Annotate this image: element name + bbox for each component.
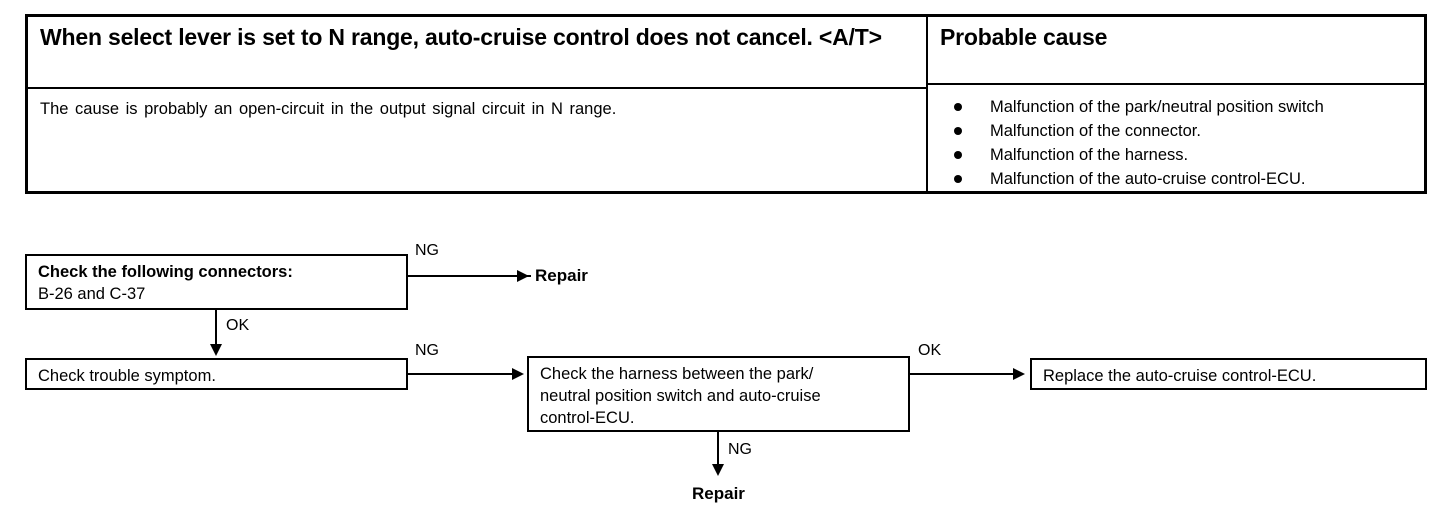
label-ng-harness: NG — [728, 441, 752, 458]
flow-box-symptom-text: Check trouble symptom. — [38, 367, 216, 385]
symptom-body-text: The cause is probably an open-circuit in… — [40, 100, 617, 118]
list-item: Malfunction of the connector. — [940, 119, 1412, 143]
terminal-repair-top: Repair — [535, 266, 588, 285]
bullet-icon — [954, 127, 962, 135]
ng-line-symptom — [408, 373, 514, 375]
cause-text: Malfunction of the auto-cruise control-E… — [990, 170, 1306, 188]
probable-cause-column: Probable cause Malfunction of the park/n… — [928, 17, 1424, 191]
bullet-icon — [954, 175, 962, 183]
symptom-body-cell: The cause is probably an open-circuit in… — [28, 89, 926, 191]
cause-text: Malfunction of the park/neutral position… — [990, 98, 1324, 116]
ng-line-harness — [717, 432, 719, 466]
list-item: Malfunction of the auto-cruise control-E… — [940, 167, 1412, 191]
symptom-header-cell: When select lever is set to N range, aut… — [28, 17, 926, 89]
symptom-probable-cause-table: When select lever is set to N range, aut… — [25, 14, 1427, 194]
probable-cause-header-text: Probable cause — [940, 24, 1108, 50]
list-item: Malfunction of the park/neutral position… — [940, 95, 1412, 119]
ok-arrow-connectors — [210, 344, 222, 356]
probable-cause-body-cell: Malfunction of the park/neutral position… — [928, 85, 1424, 191]
label-ok-connectors: OK — [226, 317, 250, 334]
ng-line-connectors — [408, 275, 531, 277]
bullet-icon — [954, 103, 962, 111]
ok-line-harness — [910, 373, 1014, 375]
flow-box-replace-ecu: Replace the auto-cruise control-ECU. — [1030, 358, 1427, 390]
flow-box-harness-line3: control-ECU. — [540, 408, 635, 427]
cause-text: Malfunction of the connector. — [990, 122, 1201, 140]
flow-box-check-harness: Check the harness between the park/ neut… — [527, 356, 910, 432]
flow-box-harness-line2: neutral position switch and auto-cruise — [540, 386, 821, 405]
ng-arrow-symptom — [512, 368, 524, 380]
label-ok-harness: OK — [918, 342, 942, 359]
label-ng-symptom: NG — [415, 342, 439, 359]
list-item: Malfunction of the harness. — [940, 143, 1412, 167]
flow-box-check-trouble-symptom: Check trouble symptom. — [25, 358, 408, 390]
flow-box-connectors-line1: Check the following connectors: — [38, 263, 293, 281]
symptom-header-text: When select lever is set to N range, aut… — [40, 24, 882, 50]
flow-box-check-connectors: Check the following connectors: B-26 and… — [25, 254, 408, 310]
probable-cause-header-cell: Probable cause — [928, 17, 1424, 85]
flow-box-replace-text: Replace the auto-cruise control-ECU. — [1043, 367, 1317, 385]
ng-arrow-harness — [712, 464, 724, 476]
probable-cause-list: Malfunction of the park/neutral position… — [940, 95, 1412, 191]
ok-line-connectors — [215, 310, 217, 346]
cause-text: Malfunction of the harness. — [990, 146, 1189, 164]
bullet-icon — [954, 151, 962, 159]
symptom-column: When select lever is set to N range, aut… — [28, 17, 928, 191]
label-ng-connectors: NG — [415, 242, 439, 259]
ng-arrow-connectors — [517, 270, 529, 282]
flow-box-connectors-line2: B-26 and C-37 — [38, 284, 146, 303]
flow-box-harness-line1: Check the harness between the park/ — [540, 365, 814, 383]
terminal-repair-bottom: Repair — [692, 484, 745, 503]
ok-arrow-harness — [1013, 368, 1025, 380]
